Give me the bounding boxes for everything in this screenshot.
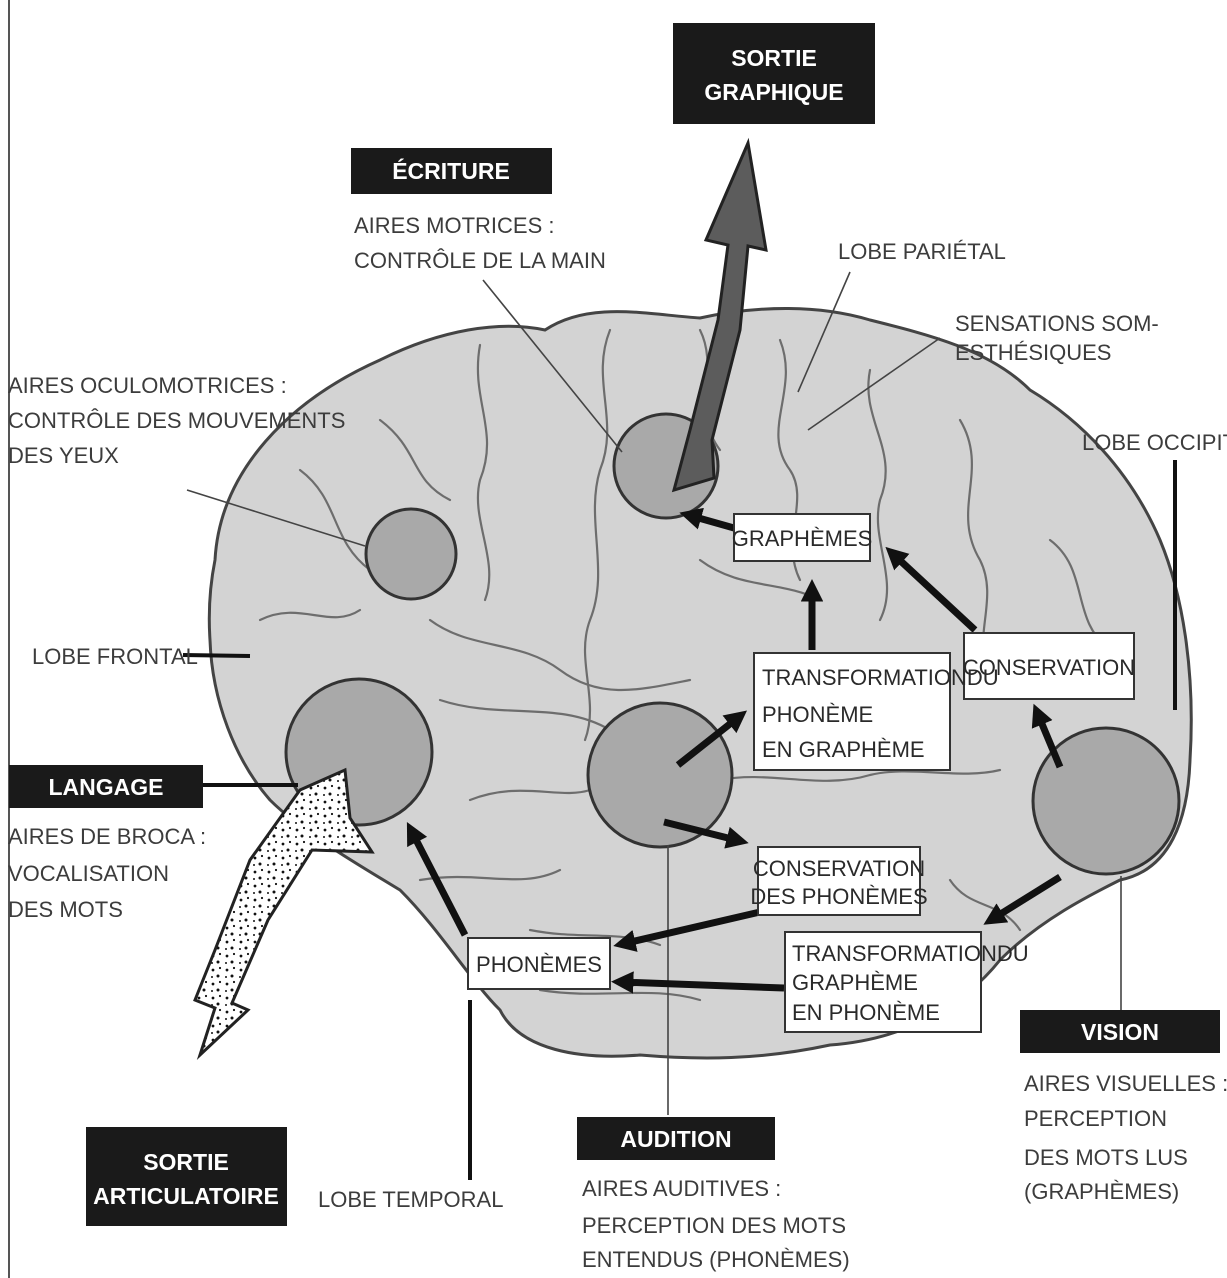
box-tp-line1: TRANSFORMATIONDU [762,665,999,690]
box-tg-line3: EN PHONÈME [792,1000,940,1025]
label-aires-visuelles-line3: DES MOTS LUS [1024,1145,1188,1170]
label-broca-line3: DES MOTS [8,897,123,922]
box-conservation-phonemes: CONSERVATION DES PHONÈMES [750,847,927,915]
label-aires-visuelles-line4: (GRAPHÈMES) [1024,1179,1179,1204]
header-audition-label: AUDITION [620,1126,731,1152]
label-aires-motrices-line2: CONTRÔLE DE LA MAIN [354,248,606,273]
box-graphemes: GRAPHÈMES [732,514,873,561]
label-lobe-frontal: LOBE FRONTAL [32,644,198,669]
label-aires-visuelles-line1: AIRES VISUELLES : [1024,1071,1227,1096]
box-tp-line3: EN GRAPHÈME [762,737,925,762]
label-oculomotrices-line3: DES YEUX [8,443,119,468]
label-broca-line2: VOCALISATION [8,861,169,886]
box-tg-line1: TRANSFORMATIONDU [792,941,1029,966]
oculomotor-area-circle [366,509,456,599]
articulatory-output-arrow [195,770,372,1055]
box-cp-line1: CONSERVATION [753,856,925,881]
label-lobe-parietal: LOBE PARIÉTAL [838,239,1006,264]
header-sortie-articulatoire-line2: ARTICULATOIRE [93,1183,279,1209]
label-broca-line1: AIRES DE BROCA : [8,824,206,849]
label-aires-visuelles-line2: PERCEPTION [1024,1106,1167,1131]
label-lobe-temporal: LOBE TEMPORAL [318,1187,503,1212]
header-langage-label: LANGAGE [49,774,164,800]
auditory-area-circle [588,703,732,847]
label-aires-auditives-line2: PERCEPTION DES MOTS [582,1213,846,1238]
header-sortie-graphique-line2: GRAPHIQUE [704,79,843,105]
label-oculomotrices-line1: AIRES OCULOMOTRICES : [8,373,287,398]
header-sortie-articulatoire: SORTIE ARTICULATOIRE [86,1127,287,1226]
label-aires-auditives-line3: ENTENDUS (PHONÈMES) [582,1247,850,1272]
header-sortie-graphique: SORTIE GRAPHIQUE [673,23,875,124]
box-tg-line2: GRAPHÈME [792,970,918,995]
box-phonemes-label: PHONÈMES [476,952,602,977]
box-tp-line2: PHONÈME [762,702,873,727]
header-sortie-graphique-line1: SORTIE [731,45,817,71]
header-langage: LANGAGE [9,765,203,808]
label-aires-auditives-line1: AIRES AUDITIVES : [582,1176,781,1201]
label-sensations-line2: ESTHÉSIQUES [955,340,1111,365]
box-graphemes-label: GRAPHÈMES [732,526,873,551]
label-aires-motrices-line1: AIRES MOTRICES : [354,213,554,238]
header-sortie-articulatoire-line1: SORTIE [143,1149,229,1175]
box-transformation-grapheme-phoneme: TRANSFORMATIONDU GRAPHÈME EN PHONÈME [785,932,1029,1032]
label-oculomotrices-line2: CONTRÔLE DES MOUVEMENTS [8,408,345,433]
label-lobe-occipital: LOBE OCCIPIT [1082,430,1227,455]
box-phonemes: PHONÈMES [468,938,610,989]
header-ecriture-label: ÉCRITURE [392,157,510,184]
header-vision-label: VISION [1081,1019,1159,1045]
label-sensations-line1: SENSATIONS SOM- [955,311,1159,336]
header-ecriture: ÉCRITURE [351,148,552,194]
box-cp-line2: DES PHONÈMES [750,884,927,909]
header-audition: AUDITION [577,1117,775,1160]
header-vision: VISION [1020,1010,1220,1053]
